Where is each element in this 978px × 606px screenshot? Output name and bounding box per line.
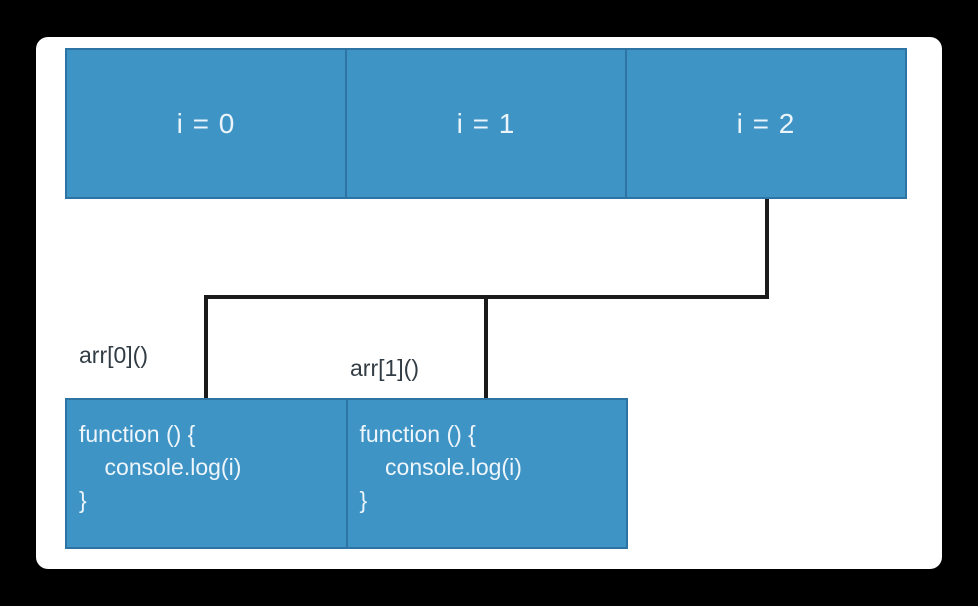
iteration-box-i0: i = 0 [65,48,347,199]
loop-iterations-row: i = 0 i = 1 i = 2 [65,48,907,199]
iteration-label-i0: i = 0 [176,107,236,139]
function-box-1: function () { console.log(i) } [345,398,628,549]
code-line: function () { [359,421,476,447]
call-label-arr0: arr[0]() [79,342,148,368]
function-boxes-row: function () { console.log(i) } function … [65,398,628,549]
connector-drop-fn0 [204,295,208,398]
code-line: console.log(i) [359,454,522,480]
code-line: function () { [79,421,196,447]
diagram-card: i = 0 i = 1 i = 2 arr[0]() arr[1]() func… [36,37,942,569]
call-label-arr1: arr[1]() [350,355,419,381]
connector-i2-vertical [765,199,769,299]
iteration-box-i2: i = 2 [625,48,907,199]
connector-drop-fn1 [484,295,488,398]
code-line: console.log(i) [79,454,242,480]
code-line: } [79,487,87,513]
iteration-box-i1: i = 1 [345,48,627,199]
function-box-0: function () { console.log(i) } [65,398,348,549]
iteration-label-i2: i = 2 [736,107,796,139]
iteration-label-i1: i = 1 [456,107,516,139]
code-line: } [359,487,368,513]
